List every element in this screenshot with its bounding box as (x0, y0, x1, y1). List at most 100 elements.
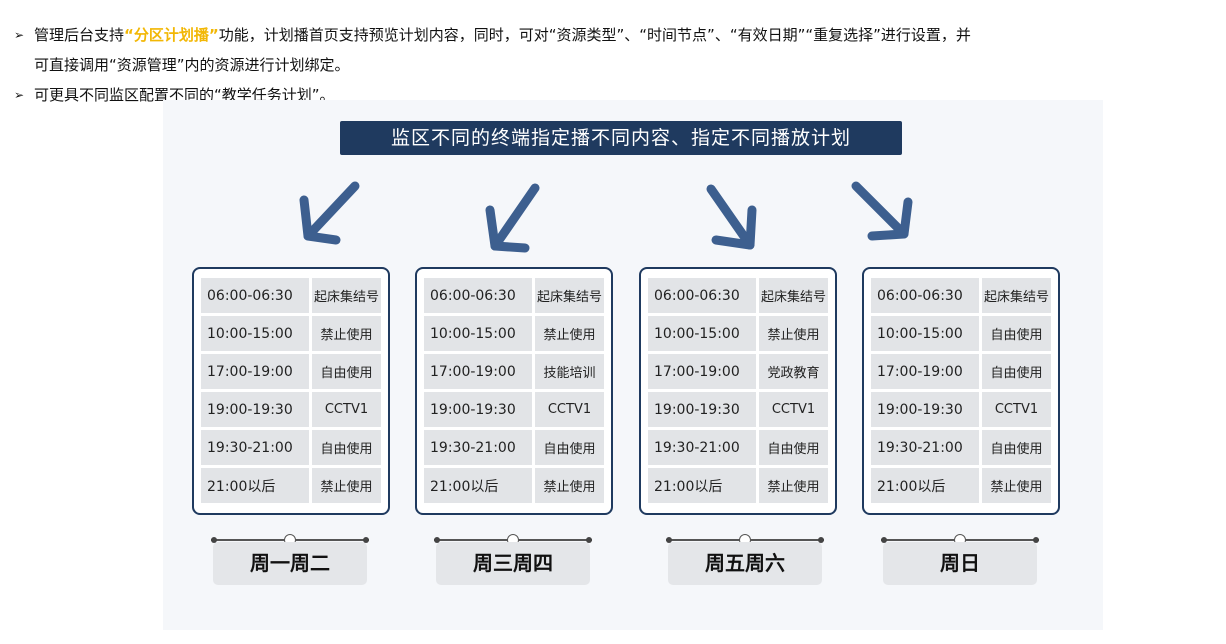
schedule-activity: 自由使用 (535, 430, 604, 465)
schedule-time: 19:00-19:30 (201, 392, 309, 427)
arrow-head-icon (299, 195, 341, 245)
schedule-row: 21:00以后禁止使用 (424, 468, 604, 503)
bullet-item-1: ➢ 管理后台支持“分区计划播”功能，计划播首页支持预览计划内容，同时，可对“资源… (14, 20, 1214, 80)
schedule-row: 21:00以后禁止使用 (648, 468, 828, 503)
schedule-activity: CCTV1 (535, 392, 604, 427)
arrow-shaft (303, 181, 360, 241)
arrow-bullet-icon: ➢ (14, 88, 25, 102)
schedule-activity: 自由使用 (982, 354, 1051, 389)
schedule-activity: 技能培训 (535, 354, 604, 389)
arrow-shaft (706, 184, 755, 250)
schedule-activity: 起床集结号 (759, 278, 828, 313)
day-label: 周一周二 (213, 542, 367, 585)
schedule-activity: 党政教育 (759, 354, 828, 389)
schedule-time: 19:30-21:00 (871, 430, 979, 465)
schedule-time: 21:00以后 (871, 468, 979, 503)
schedule-activity: 起床集结号 (982, 278, 1051, 313)
schedule-row: 21:00以后禁止使用 (871, 468, 1051, 503)
schedule-time: 21:00以后 (648, 468, 756, 503)
bullet-item-2: ➢ 可更具不同监区配置不同的“教学任务计划”。 (14, 80, 1214, 110)
bullet-highlight: “分区计划播” (124, 26, 219, 44)
bullet-text-before: 管理后台支持 (34, 26, 125, 44)
day-label: 周三周四 (436, 542, 590, 585)
schedule-time: 06:00-06:30 (424, 278, 532, 313)
bullet-text: 可更具不同监区配置不同的“教学任务计划”。 (34, 86, 335, 104)
schedule-activity: 禁止使用 (759, 468, 828, 503)
timeline-dot (666, 537, 672, 543)
schedule-activity: 起床集结号 (535, 278, 604, 313)
schedule-activity: CCTV1 (982, 392, 1051, 427)
schedule-time: 19:30-21:00 (424, 430, 532, 465)
diagram-banner: 监区不同的终端指定播不同内容、指定不同播放计划 (340, 121, 902, 155)
arrow-head-icon (711, 205, 757, 250)
bullet-text-after: 功能，计划播首页支持预览计划内容，同时，可对“资源类型”、“时间节点”、“有效日… (218, 26, 971, 44)
schedule-activity: CCTV1 (312, 392, 381, 427)
schedule-time: 10:00-15:00 (871, 316, 979, 351)
day-label: 周日 (883, 542, 1037, 585)
schedule-activity: 自由使用 (982, 430, 1051, 465)
schedule-activity: 禁止使用 (312, 468, 381, 503)
schedule-time: 06:00-06:30 (871, 278, 979, 313)
schedule-activity: 禁止使用 (759, 316, 828, 351)
schedule-activity: 自由使用 (759, 430, 828, 465)
schedule-time: 19:30-21:00 (648, 430, 756, 465)
day-label: 周五周六 (668, 542, 822, 585)
schedule-time: 19:00-19:30 (424, 392, 532, 427)
schedule-time: 10:00-15:00 (648, 316, 756, 351)
timeline-dot (881, 537, 887, 543)
timeline-dot (363, 537, 369, 543)
schedule-time: 19:30-21:00 (201, 430, 309, 465)
schedule-activity: CCTV1 (759, 392, 828, 427)
schedule-time: 10:00-15:00 (201, 316, 309, 351)
schedule-activity: 禁止使用 (535, 316, 604, 351)
schedule-time: 17:00-19:00 (201, 354, 309, 389)
schedule-activity: 禁止使用 (312, 316, 381, 351)
schedule-activity: 自由使用 (982, 316, 1051, 351)
schedule-activity: 自由使用 (312, 354, 381, 389)
schedule-row: 21:00以后禁止使用 (201, 468, 381, 503)
timeline-dot (818, 537, 824, 543)
timeline-dot (586, 537, 592, 543)
bullet-list: ➢ 管理后台支持“分区计划播”功能，计划播首页支持预览计划内容，同时，可对“资源… (14, 20, 1214, 110)
schedule-time: 19:00-19:30 (648, 392, 756, 427)
schedule-time: 21:00以后 (201, 468, 309, 503)
arrow-bullet-icon: ➢ (14, 28, 25, 42)
schedule-time: 19:00-19:30 (871, 392, 979, 427)
schedule-activity: 禁止使用 (982, 468, 1051, 503)
schedule-activity: 禁止使用 (535, 468, 604, 503)
schedule-time: 10:00-15:00 (424, 316, 532, 351)
timeline-dot (434, 537, 440, 543)
timeline-dot (1033, 537, 1039, 543)
schedule-time: 17:00-19:00 (424, 354, 532, 389)
schedule-time: 06:00-06:30 (201, 278, 309, 313)
arrow-shaft (490, 183, 540, 251)
bullet-continuation: 可直接调用“资源管理”内的资源进行计划绑定。 (34, 56, 350, 74)
schedule-activity: 自由使用 (312, 430, 381, 465)
arrow-head-icon (867, 197, 913, 241)
schedule-time: 17:00-19:00 (871, 354, 979, 389)
